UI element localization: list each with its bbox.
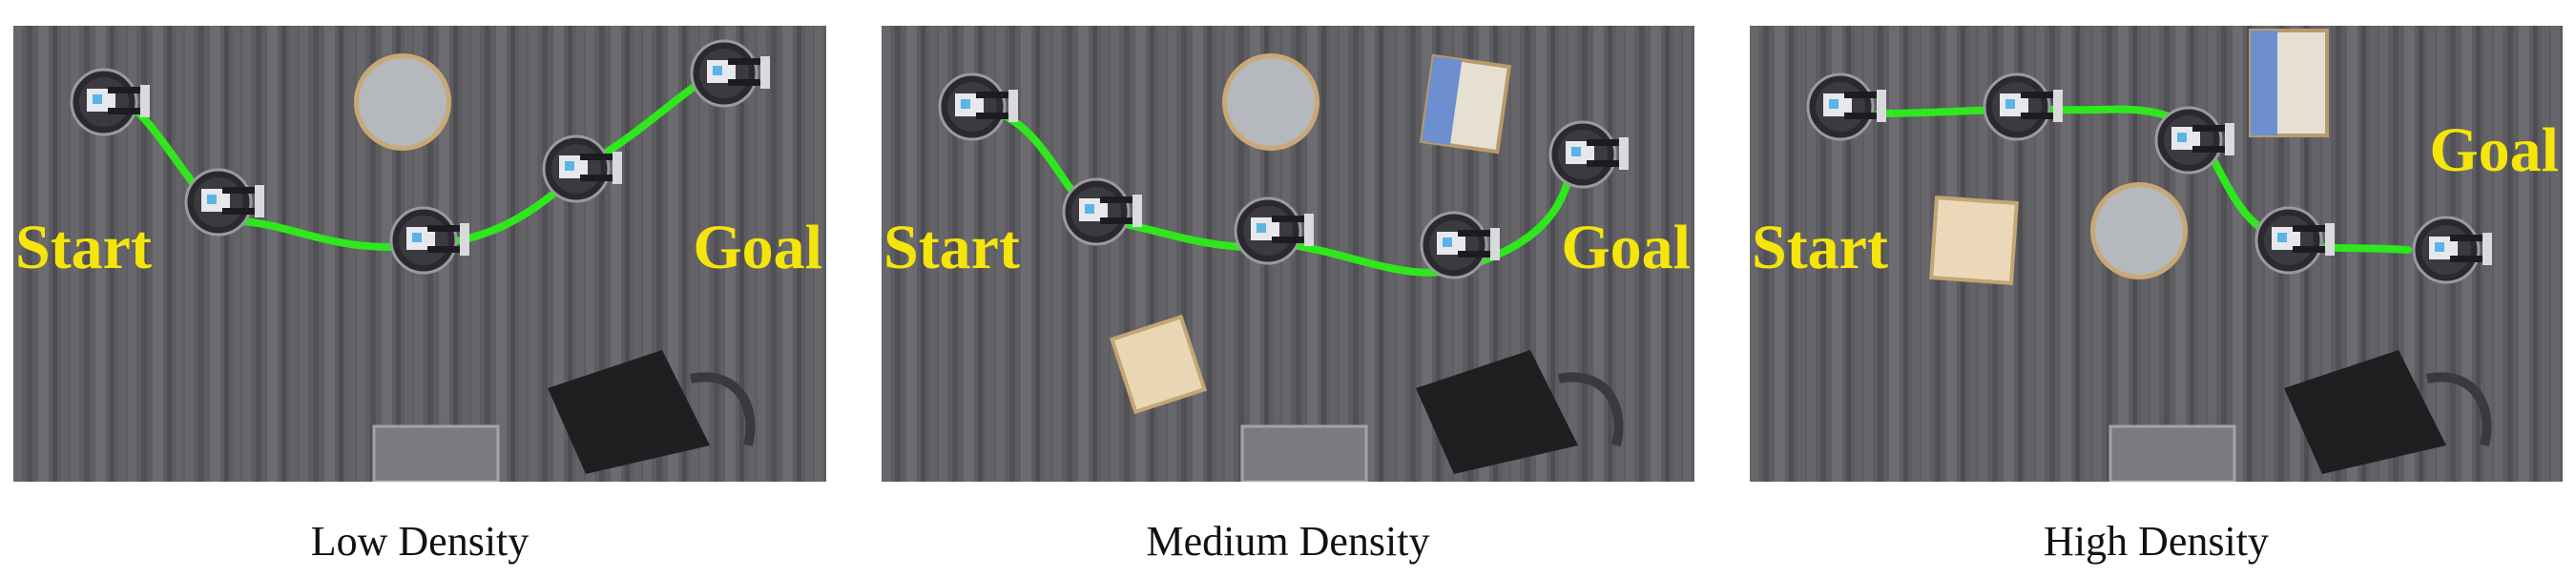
scene-image <box>13 26 826 482</box>
goal-label: Goal <box>1561 213 1691 282</box>
panel-caption: High Density <box>2044 518 2269 565</box>
chair-icon <box>1416 350 1624 474</box>
scene-image <box>1750 26 2563 482</box>
cabinet-icon <box>1240 424 1368 482</box>
box-icon <box>1109 314 1208 415</box>
start-label: Start <box>883 213 1020 282</box>
goal-label: Goal <box>693 213 822 282</box>
box-icon <box>1929 196 2019 285</box>
panel-caption: Medium Density <box>1146 518 1430 565</box>
cabinet-icon <box>2109 424 2236 482</box>
goal-label: Goal <box>2429 115 2559 185</box>
table-icon <box>1222 53 1319 151</box>
box-icon <box>2249 29 2329 137</box>
table-icon <box>2090 182 2188 279</box>
start-label: Start <box>15 213 152 282</box>
chair-icon <box>548 350 756 474</box>
box-icon <box>1419 53 1512 155</box>
scene-image <box>882 26 1694 482</box>
scene-panel-low-density: Start Goal <box>13 26 826 482</box>
panel-caption: Low Density <box>310 518 530 565</box>
scene-panel-medium-density: Start Goal <box>882 26 1694 482</box>
scene-panel-high-density: Start Goal <box>1750 26 2563 482</box>
cabinet-icon <box>372 424 500 482</box>
chair-icon <box>2284 350 2492 474</box>
table-icon <box>354 53 451 151</box>
start-label: Start <box>1752 213 1888 282</box>
